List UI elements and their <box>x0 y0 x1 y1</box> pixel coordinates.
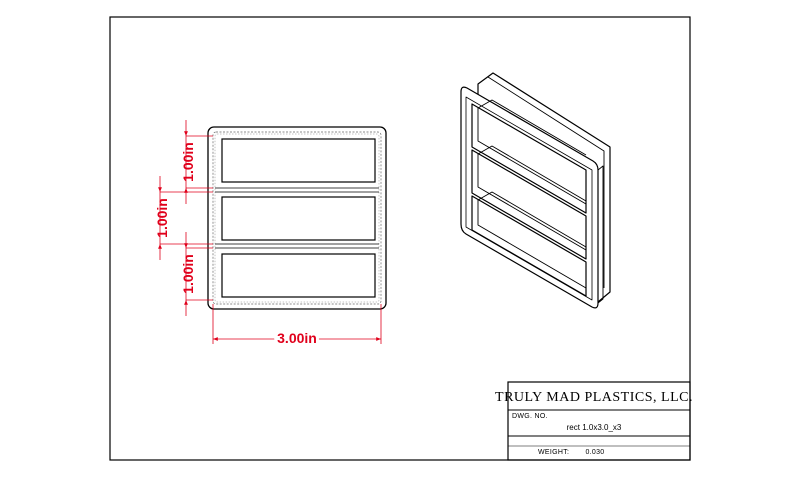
title-block-frame <box>507 381 691 461</box>
title-block-weight-label: WEIGHT: <box>538 449 569 456</box>
front-slot-top <box>221 138 376 183</box>
iso-slot-top <box>471 103 587 214</box>
title-block-company: TRULY MAD PLASTICS, LLC. <box>495 390 693 405</box>
iso-slot-middle <box>471 149 587 260</box>
dim-label-top: 1.00in <box>180 142 196 182</box>
front-hidden-lip <box>212 131 382 305</box>
front-hidden-lip-2 <box>214 133 380 303</box>
dim-label-width: 3.00in <box>277 330 317 346</box>
isometric-view <box>460 72 611 309</box>
dimensions <box>158 120 382 344</box>
front-view <box>207 126 387 310</box>
front-slot-middle <box>221 196 376 241</box>
title-block-dwg-no-value: rect 1.0x3.0_x3 <box>567 423 622 432</box>
front-slot-bottom <box>221 253 376 298</box>
title-block <box>507 381 691 461</box>
title-block-dwg-no-label: DWG. NO. <box>512 413 548 420</box>
dim-label-middle: 1.00in <box>154 198 170 238</box>
dimension-labels: 1.00in 1.00in 1.00in 3.00in <box>154 142 320 349</box>
title-block-weight-value: 0.030 <box>585 449 604 456</box>
sheet-border <box>109 16 691 461</box>
dim-label-bottom: 1.00in <box>180 254 196 294</box>
